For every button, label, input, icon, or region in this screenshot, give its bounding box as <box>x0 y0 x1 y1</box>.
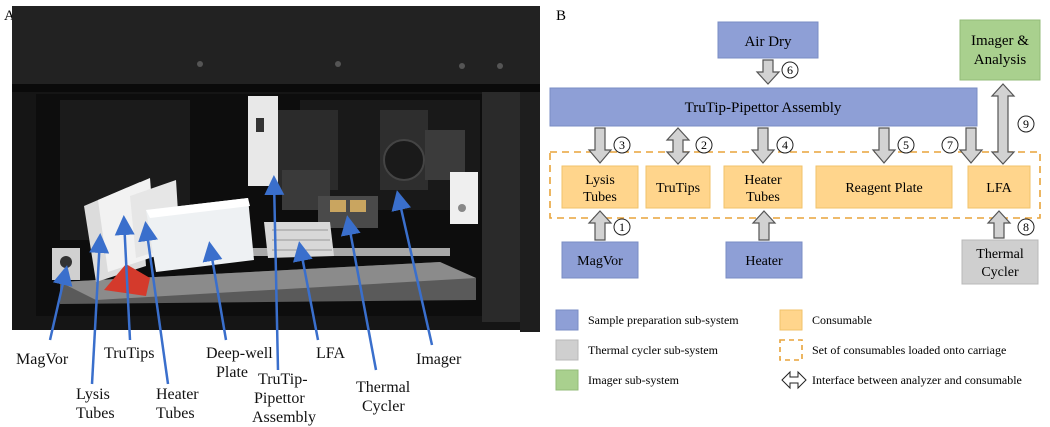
legend-consumable-set: Set of consumables loaded onto carriage <box>812 343 1006 357</box>
arrow-step-4 <box>750 127 776 164</box>
photo-label-imager: Imager <box>416 351 462 368</box>
photo-label-heater-1: Heater <box>156 386 199 403</box>
photo-label-assembly-2: Pipettor <box>254 390 305 407</box>
legend-swatch-consumable-set <box>779 339 803 361</box>
photo-label-trutips: TruTips <box>104 345 154 362</box>
legend-swatch-consumable <box>779 309 803 331</box>
heater-tubes-box <box>723 165 803 209</box>
arrow-step-9 <box>990 83 1016 165</box>
imager-analysis-label-2: Analysis <box>974 52 1027 68</box>
arrow-lysis <box>89 233 110 385</box>
thermal-cycler-box <box>961 239 1039 285</box>
legend-thermal: Thermal cycler sub-system <box>588 343 719 357</box>
imager-analysis-box <box>959 19 1041 81</box>
arrow-step-3 <box>587 127 613 164</box>
step-2: 2 <box>701 138 707 152</box>
step-6: 6 <box>787 63 793 77</box>
arrow-trutips <box>114 215 135 341</box>
air-dry-label: Air Dry <box>744 34 792 50</box>
legend-interface: Interface between analyzer and consumabl… <box>812 373 1022 387</box>
photo-label-assembly-3: Assembly <box>252 409 316 426</box>
arrow-heater-up <box>751 210 777 241</box>
arrow-imager <box>391 190 434 346</box>
reagent-plate-label: Reagent Plate <box>845 181 922 196</box>
lysis-tubes-label-1: Lysis <box>585 173 615 188</box>
legend-consumable: Consumable <box>812 313 872 327</box>
consumable-set-border <box>549 151 1041 219</box>
step-7: 7 <box>947 138 953 152</box>
heater-tubes-label-2: Tubes <box>746 190 780 205</box>
trutips-label: TruTips <box>656 181 700 196</box>
legend: Sample preparation sub-system Thermal cy… <box>555 309 1022 391</box>
arrow-heater <box>138 221 170 385</box>
heater-tubes-label-1: Heater <box>744 173 782 188</box>
arrow-step-7 <box>958 127 984 164</box>
legend-swatch-imager <box>555 369 579 391</box>
photo-label-thermal-2: Cycler <box>362 398 405 415</box>
legend-double-arrow-icon <box>781 370 807 390</box>
lfa-box <box>967 165 1031 209</box>
lysis-tubes-label-2: Tubes <box>583 190 617 205</box>
lysis-tubes-box <box>561 165 639 209</box>
air-dry-box <box>717 21 819 59</box>
photo-label-lfa: LFA <box>316 345 345 362</box>
arrow-thermal <box>340 215 378 371</box>
arrow-step-1 <box>587 210 613 241</box>
thermal-cycler-label-2: Cycler <box>981 265 1019 280</box>
legend-sample-prep: Sample preparation sub-system <box>588 313 739 327</box>
heater-box <box>725 241 803 279</box>
arrow-deepwell <box>202 241 228 341</box>
step-8: 8 <box>1023 220 1029 234</box>
lfa-label: LFA <box>986 181 1012 196</box>
step-3: 3 <box>619 138 625 152</box>
arrow-lfa <box>292 241 320 341</box>
photo-callout-arrows <box>48 175 434 385</box>
imager-analysis-label-1: Imager & <box>971 33 1029 49</box>
heater-label: Heater <box>745 254 783 269</box>
photo-label-deepwell-2: Plate <box>216 364 248 381</box>
photo-label-assembly-1: TruTip- <box>258 371 308 388</box>
arrow-step-2 <box>665 127 691 165</box>
arrow-step-5 <box>871 127 897 164</box>
trutips-box <box>645 165 711 209</box>
step-5: 5 <box>903 138 909 152</box>
legend-imager: Imager sub-system <box>588 373 680 387</box>
thermal-cycler-label-1: Thermal <box>976 247 1024 262</box>
legend-swatch-sample-prep <box>555 309 579 331</box>
photo-label-magvor: MagVor <box>16 351 69 368</box>
arrow-step-6 <box>755 59 781 85</box>
arrow-step-8 <box>986 210 1012 239</box>
magvor-label: MagVor <box>577 254 623 269</box>
assembly-box <box>549 87 978 127</box>
step-4: 4 <box>782 138 788 152</box>
photo-label-heater-2: Tubes <box>156 405 195 422</box>
magvor-box <box>561 241 639 279</box>
arrow-assembly <box>264 175 285 371</box>
assembly-label: TruTip-Pipettor Assembly <box>685 100 842 116</box>
arrow-magvor <box>48 265 73 341</box>
step-9: 9 <box>1023 117 1029 131</box>
photo-label-lysis-1: Lysis <box>76 386 110 403</box>
photo-label-thermal-1: Thermal <box>356 379 411 396</box>
photo-label-lysis-2: Tubes <box>76 405 115 422</box>
legend-swatch-thermal <box>555 339 579 361</box>
reagent-plate-box <box>815 165 953 209</box>
step-1: 1 <box>619 220 625 234</box>
panel-a-label: A <box>4 8 15 24</box>
photo-label-deepwell-1: Deep-well <box>206 345 273 362</box>
panel-b-label: B <box>556 8 566 24</box>
